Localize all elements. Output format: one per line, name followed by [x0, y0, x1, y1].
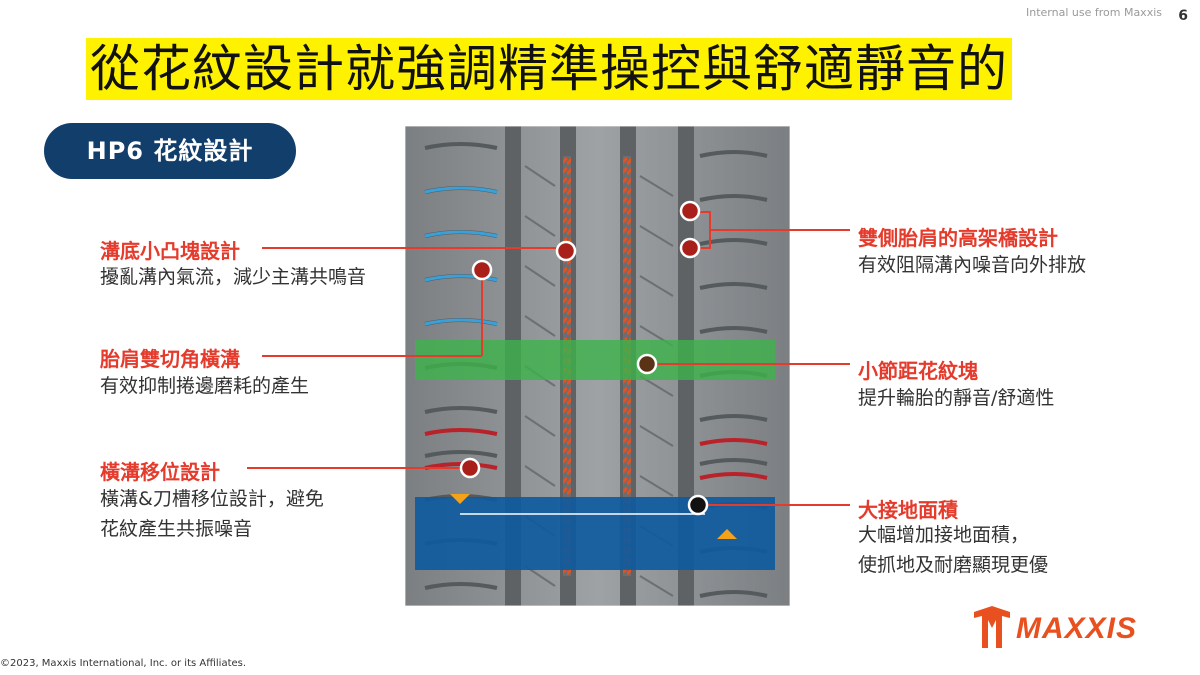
internal-use-note: Internal use from Maxxis [1026, 6, 1162, 19]
maxxis-logo-icon [974, 606, 1010, 648]
brand-name: MAXXIS [1016, 612, 1138, 645]
feature-desc-contact-patch-line2: 使抓地及耐磨顯現更優 [858, 554, 1049, 576]
feature-title-shoulder-chamfer: 胎肩雙切角橫溝 [100, 347, 240, 371]
feature-title-contact-patch: 大接地面積 [858, 498, 958, 522]
feature-title-small-pitch: 小節距花紋塊 [858, 359, 978, 383]
marker-icon-shoulder-chamfer [471, 259, 493, 281]
feature-desc-offset-groove-line1: 橫溝&刀槽移位設計，避免 [100, 488, 324, 510]
slide-title-overflow: 卓越表現 [86, 100, 308, 108]
copyright-footer: ©2023, Maxxis International, Inc. or its… [0, 658, 247, 669]
feature-desc-groove-bump: 擾亂溝內氣流，減少主溝共鳴音 [100, 266, 367, 288]
feature-desc-shoulder-bridge: 有效阻隔溝內噪音向外排放 [858, 254, 1087, 276]
feature-title-shoulder-bridge: 雙側胎肩的高架橋設計 [858, 226, 1058, 250]
hp6-badge: HP6 花紋設計 [44, 123, 296, 179]
feature-title-groove-bump: 溝底小凸塊設計 [100, 239, 240, 263]
page-number: 6 [1178, 8, 1188, 24]
marker-icon-bridge-2 [679, 237, 701, 259]
marker-icon-contact-patch [687, 494, 709, 516]
feature-title-offset-groove: 橫溝移位設計 [100, 460, 220, 484]
marker-icon-offset-groove [459, 457, 481, 479]
feature-desc-offset-groove-line2: 花紋產生共振噪音 [100, 518, 253, 540]
feature-desc-contact-patch-line1: 大幅增加接地面積， [858, 524, 1030, 546]
marker-icon-groove-bump [555, 240, 577, 262]
feature-desc-small-pitch: 提升輪胎的靜音/舒適性 [858, 387, 1055, 409]
slide-title-text: 從花紋設計就強調精準操控與舒適靜音的 [86, 38, 1012, 100]
marker-icon-small-pitch [636, 353, 658, 375]
feature-desc-shoulder-chamfer: 有效抑制捲邊磨耗的產生 [100, 375, 310, 397]
slide-title: 從花紋設計就強調精準操控與舒適靜音的 [86, 38, 1012, 100]
marker-icon-bridge-1 [679, 200, 701, 222]
